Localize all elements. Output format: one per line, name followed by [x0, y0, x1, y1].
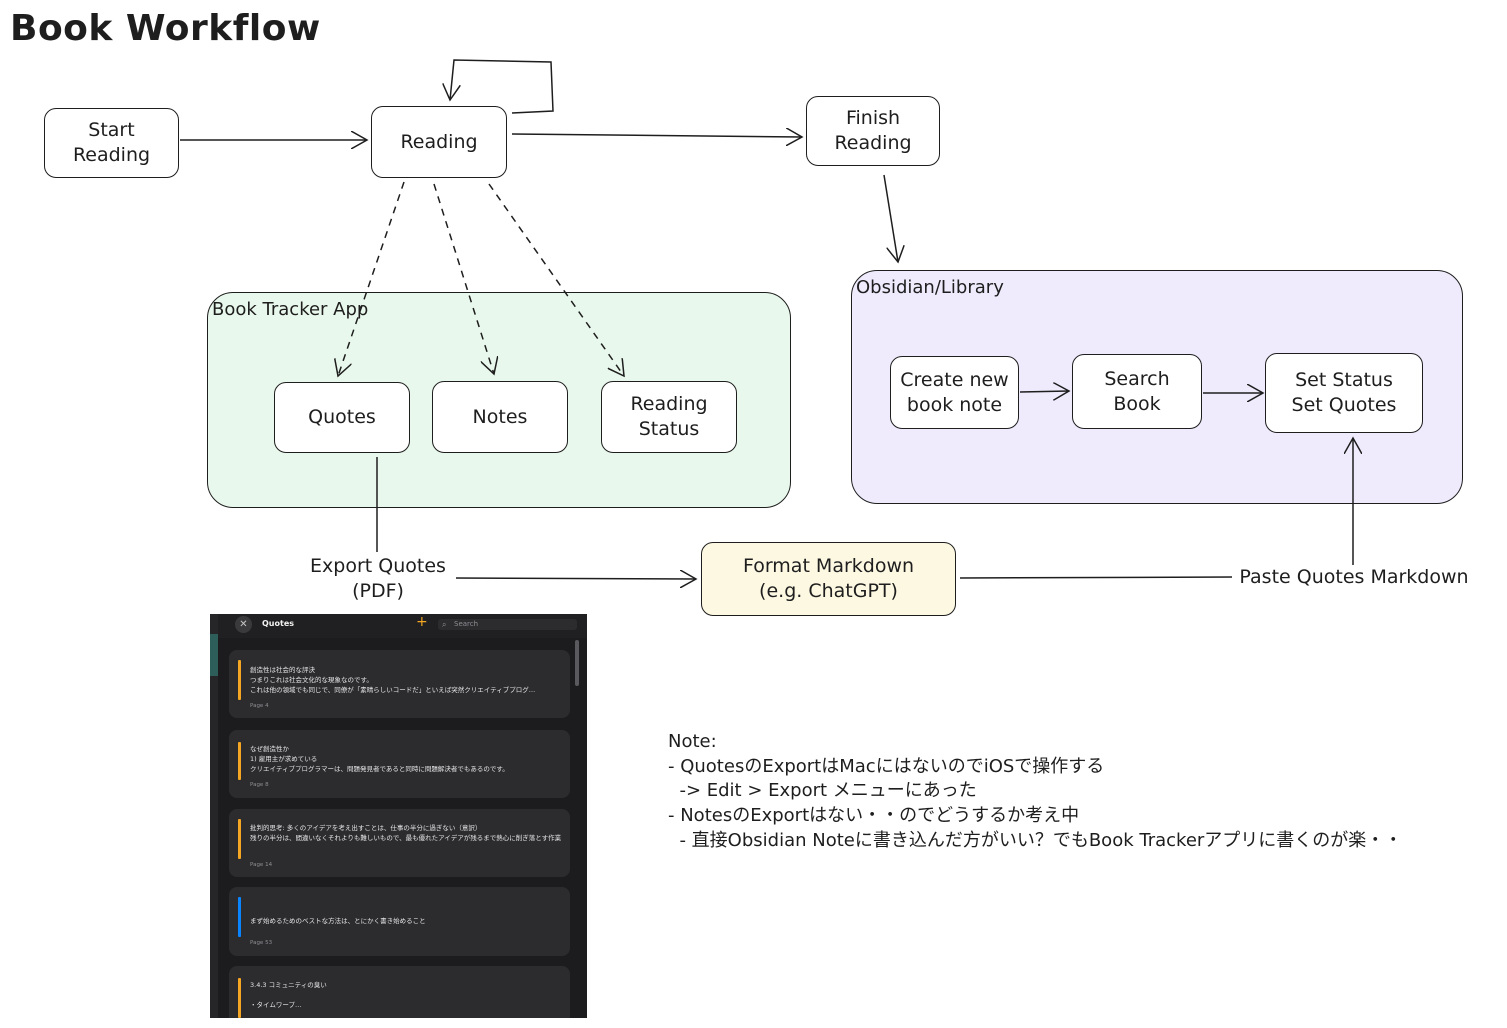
quote-accent-bar: [238, 897, 241, 937]
finish-reading-node[interactable]: Finish Reading: [806, 96, 940, 166]
screenshot-title: Quotes: [262, 619, 295, 628]
quote-accent-bar: [238, 660, 241, 700]
quote-page: Page 8: [250, 782, 269, 788]
quote-card[interactable]: 批判的思考: 多くのアイデアを考え出すことは、仕事の半分に過ぎない（意訳） 残り…: [229, 809, 570, 877]
edge-finish-to-obsidian: [883, 174, 898, 262]
screenshot-side-strip: [210, 614, 218, 1018]
edge-reading-to-finish: [511, 134, 802, 137]
quotes-app-screenshot: ✕ Quotes + ⌕ Search 創造性は社会的な評決 つまりこれは社会文…: [210, 614, 587, 1018]
reading-node[interactable]: Reading: [371, 106, 507, 178]
edge-format-to-paste: [959, 576, 1237, 579]
format-markdown-node[interactable]: Format Markdown (e.g. ChatGPT): [701, 542, 956, 616]
quote-card[interactable]: 3.4.3 コミュニティの臭い ・タイムワープ…: [229, 966, 570, 1018]
search-book-node[interactable]: Search Book: [1072, 354, 1202, 429]
quote-text: 批判的思考: 多くのアイデアを考え出すことは、仕事の半分に過ぎない（意訳） 残り…: [250, 824, 562, 842]
page-title: Book Workflow: [10, 8, 321, 49]
screenshot-header: ✕ Quotes + ⌕ Search: [218, 614, 587, 638]
book-tracker-app-label: Book Tracker App: [212, 299, 369, 320]
edge-reading-self-loop: [450, 59, 554, 114]
quote-text: なぜ創造性か 1) 雇用主が求めている クリエイティブプログラマーは、問題発見者…: [250, 745, 509, 773]
scrollbar[interactable]: [575, 640, 579, 686]
quote-page: Page 14: [250, 862, 273, 868]
quote-card[interactable]: まず始めるためのベストな方法は、とにかく書き始めること Page 53: [229, 887, 570, 956]
reading-status-node[interactable]: Reading Status: [601, 381, 737, 453]
edge-reading-to-quotes: [338, 181, 405, 376]
close-icon[interactable]: ✕: [235, 616, 252, 633]
edge-reading-to-notes: [433, 183, 494, 374]
quote-accent-bar: [238, 819, 241, 859]
notes-node[interactable]: Notes: [432, 381, 568, 453]
create-new-book-note-node[interactable]: Create new book note: [890, 356, 1019, 429]
edge-export-to-format: [451, 578, 696, 579]
quote-accent-bar: [238, 742, 241, 780]
quote-accent-bar: [238, 978, 241, 1018]
start-reading-node[interactable]: Start Reading: [44, 108, 179, 178]
quote-page: Page 4: [250, 703, 269, 709]
quotes-node[interactable]: Quotes: [274, 382, 410, 453]
paste-quotes-markdown-label: Paste Quotes Markdown: [1232, 565, 1476, 590]
quote-text: 創造性は社会的な評決 つまりこれは社会文化的な現象なのです。 これは他の領域でも…: [250, 666, 536, 694]
set-status-quotes-node[interactable]: Set Status Set Quotes: [1265, 353, 1423, 433]
search-icon: ⌕: [442, 620, 447, 629]
export-quotes-label: Export Quotes (PDF): [300, 554, 456, 604]
quote-text: 3.4.3 コミュニティの臭い ・タイムワープ…: [250, 981, 327, 1009]
search-input[interactable]: ⌕ Search: [438, 619, 577, 630]
quote-text: まず始めるためのベストな方法は、とにかく書き始めること: [250, 917, 426, 925]
add-icon[interactable]: +: [416, 614, 428, 630]
note-text: Note: - QuotesのExportはMacにはないのでiOSで操作する …: [668, 731, 1403, 851]
quote-page: Page 53: [250, 940, 273, 946]
quote-card[interactable]: なぜ創造性か 1) 雇用主が求めている クリエイティブプログラマーは、問題発見者…: [229, 730, 570, 798]
search-placeholder: Search: [454, 620, 479, 628]
obsidian-library-label: Obsidian/Library: [856, 277, 1004, 298]
quote-card[interactable]: 創造性は社会的な評決 つまりこれは社会文化的な現象なのです。 これは他の領域でも…: [229, 650, 570, 718]
edge-reading-to-status: [488, 183, 624, 376]
edge-create-to-search: [1019, 391, 1069, 392]
